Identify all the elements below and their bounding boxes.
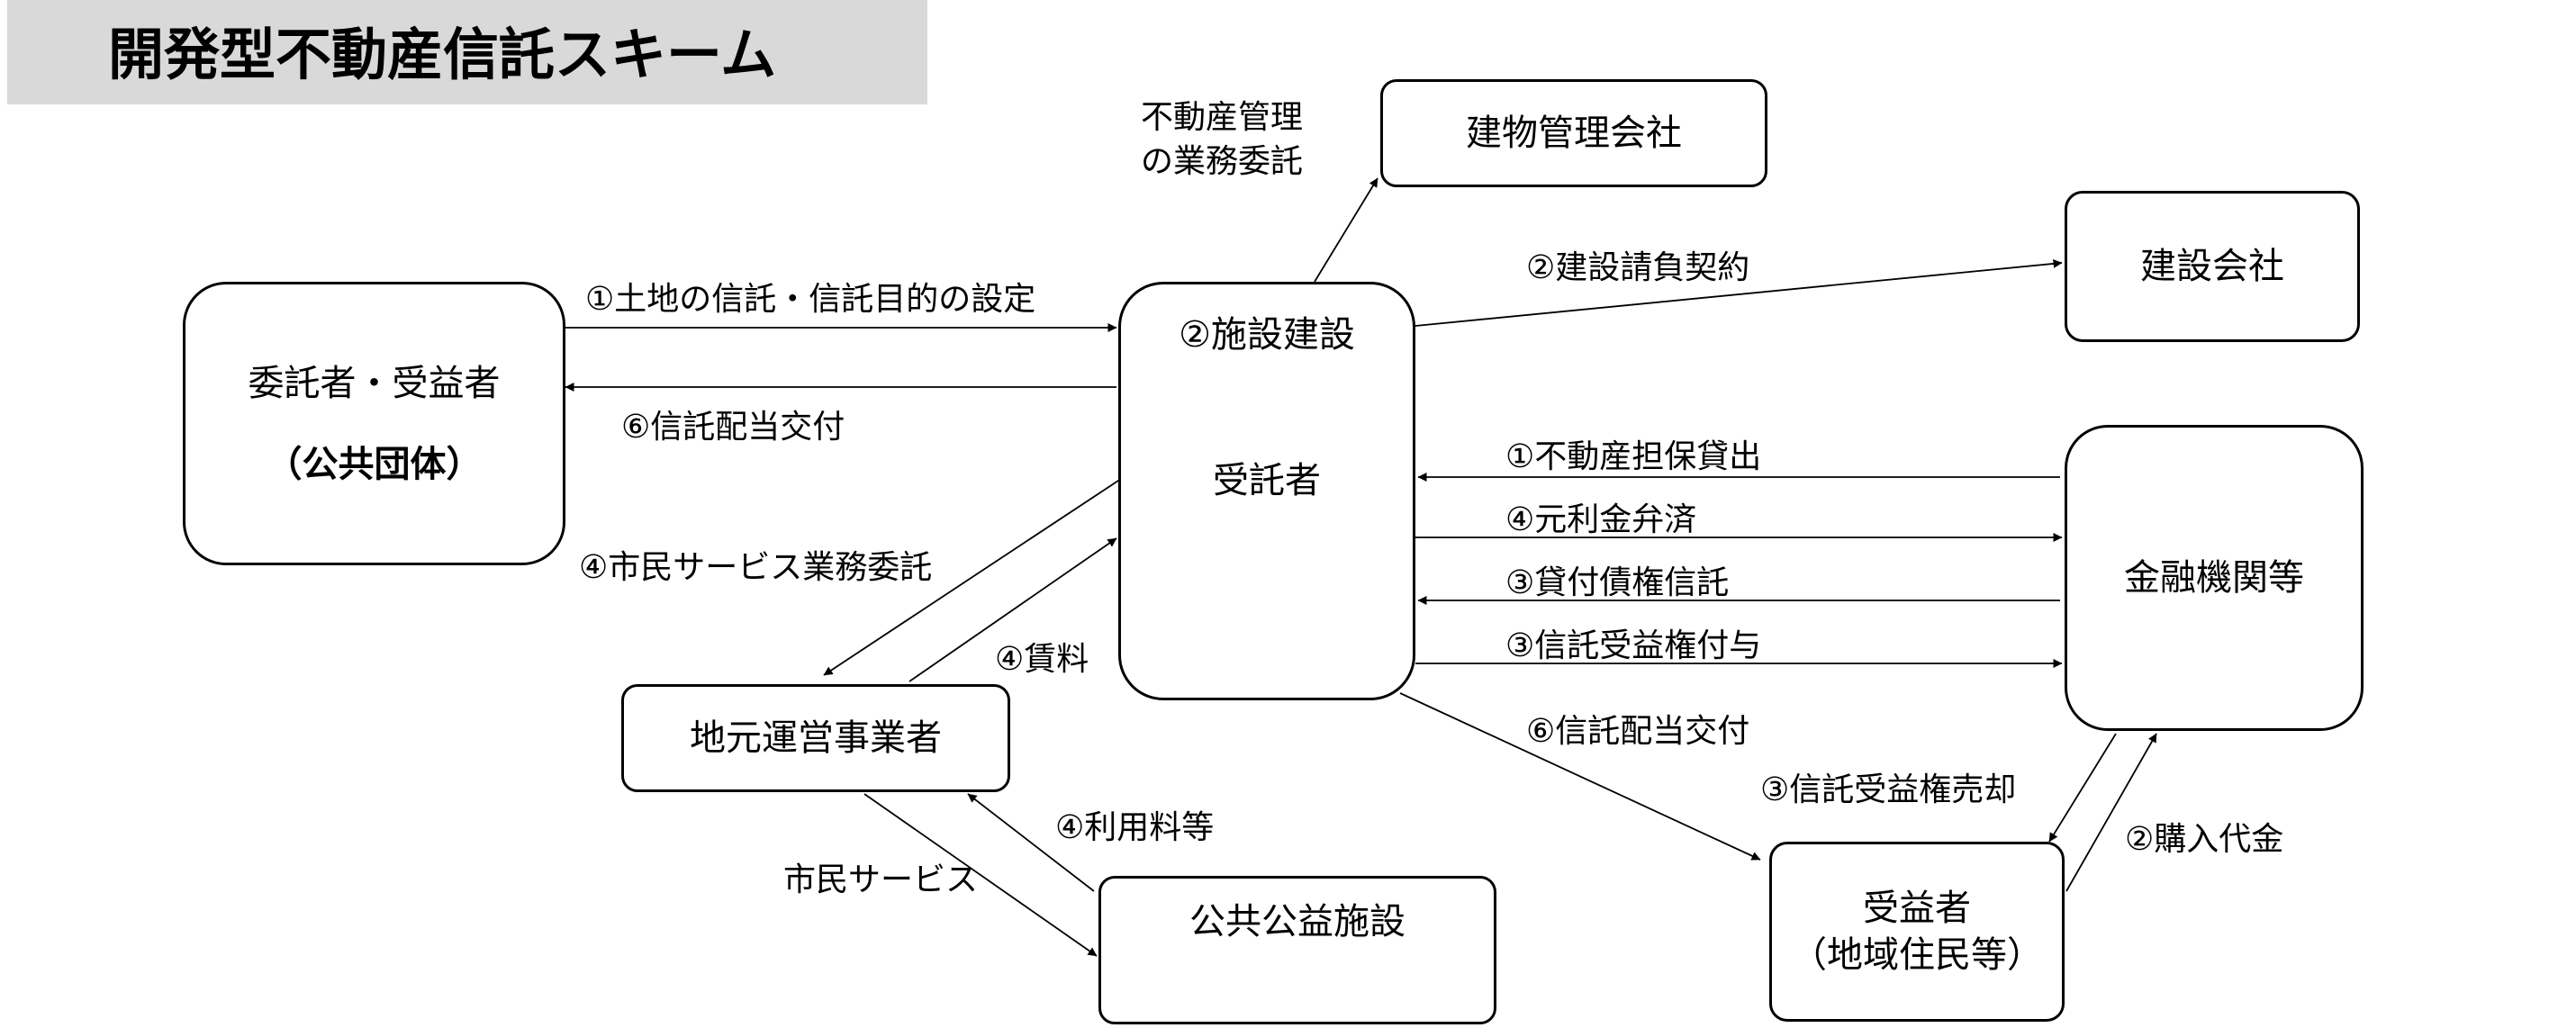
public-facility-box: 公共公益施設 [1098,876,1496,1024]
arrow-rent [908,537,1117,682]
label-dividend-to-trustor: ⑥信託配当交付 [621,409,845,446]
local-operator-label: 地元運営事業者 [690,717,942,759]
label-repayment: ④元利金弁済 [1505,501,1697,538]
label-purchase-price: ②購入代金 [2125,821,2284,858]
label-civic-service-delegation: ④市民サービス業務委託 [579,549,933,586]
label-mgmt-delegation-line1: 不動産管理 [1141,99,1304,136]
public-facility-label: 公共公益施設 [1189,901,1406,942]
local-operator-box: 地元運営事業者 [621,684,1010,792]
building-mgmt-label: 建物管理会社 [1466,113,1682,154]
diagram-title: 開発型不動産信託スキーム [108,22,777,87]
label-construction-contract: ②建設請負契約 [1526,249,1750,286]
financial-institution-box: 金融機関等 [2065,425,2364,731]
trustor-box: 委託者・受益者 （公共団体） [183,282,565,565]
label-dividend-to-beneficiary: ⑥信託配当交付 [1526,713,1750,750]
arrow-civic-service [863,793,1098,957]
trustor-label: 委託者・受益者 [248,362,501,404]
trustee-box: ②施設建設 受託者 [1118,282,1415,700]
construction-company-box: 建設会社 [2065,191,2360,342]
title-bar [7,0,927,104]
arrow-mgmt-delegation [1314,177,1378,283]
arrow-purchase-price [2065,733,2157,892]
arrow-beneficial-right-sale [2048,733,2117,843]
label-loan-claim-trust: ③貸付債権信託 [1505,564,1730,601]
beneficiary-sublabel: （地域住民等） [1791,934,2043,976]
label-civic-service: 市民サービス [783,861,979,898]
arrow-dividend-to-beneficiary [1399,692,1761,861]
construction-company-label: 建設会社 [2140,246,2284,287]
label-beneficial-right-sale: ③信託受益権売却 [1760,771,2017,808]
beneficiary-box: 受益者 （地域住民等） [1769,842,2065,1022]
arrow-construction-contract [1415,258,2063,327]
arrow-civic-service-delegation [823,478,1122,676]
trustor-sublabel: （公共団体） [266,443,483,485]
label-mgmt-delegation-line2: の業務委託 [1141,143,1304,180]
arrow-usage-fee [967,793,1095,892]
trustee-construction-label: ②施設建設 [1179,314,1355,356]
trustee-label: 受託者 [1213,460,1321,501]
label-usage-fee: ④利用料等 [1055,809,1215,846]
label-beneficial-right-grant: ③信託受益権付与 [1505,627,1762,664]
financial-institution-label: 金融機関等 [2124,557,2304,599]
label-land-trust: ①土地の信託・信託目的の設定 [585,281,1036,318]
label-re-secured-loan: ①不動産担保貸出 [1505,438,1762,475]
building-mgmt-box: 建物管理会社 [1380,79,1767,187]
label-rent: ④賃料 [995,641,1089,678]
beneficiary-label: 受益者 [1863,888,1971,929]
